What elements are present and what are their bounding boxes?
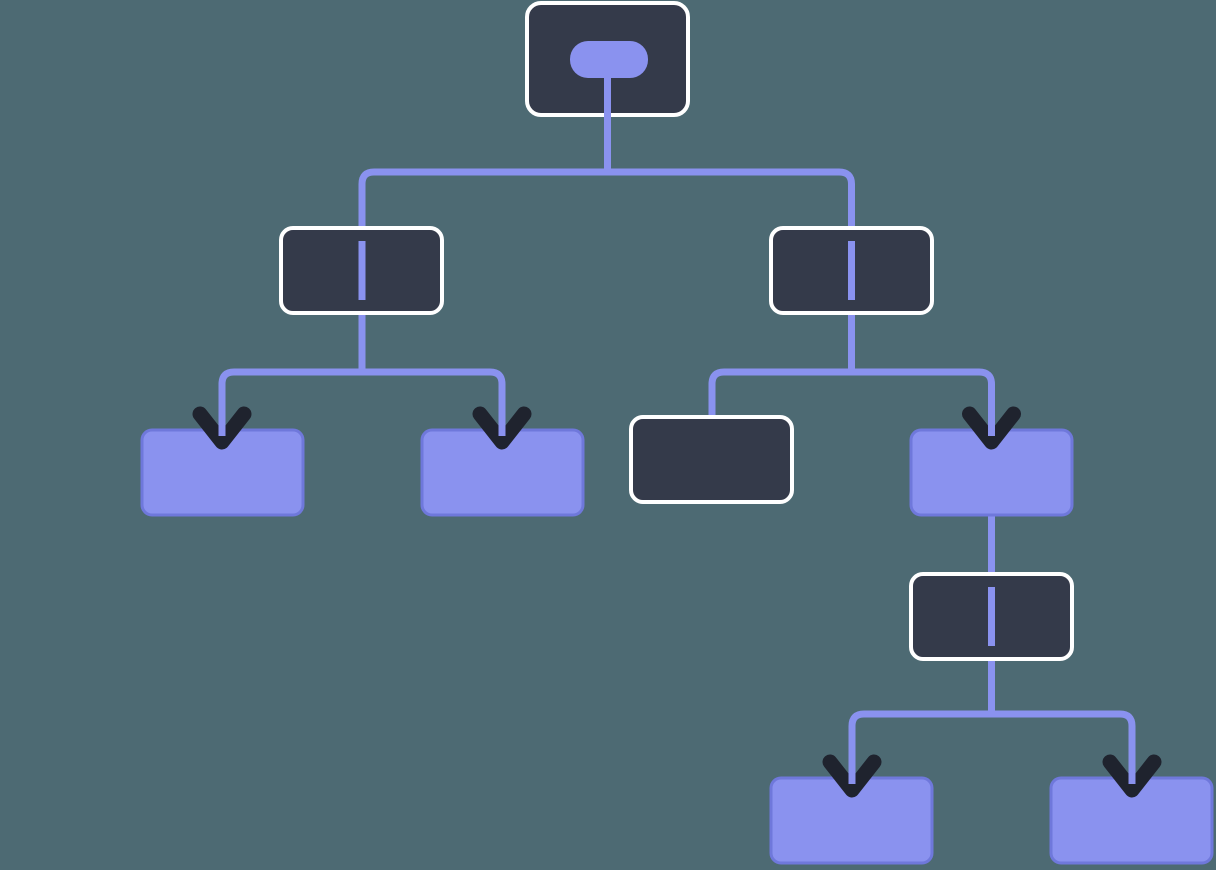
arrowhead-icon [472,406,532,450]
arrowhead-icon [1102,754,1162,798]
root-pill-icon [570,41,648,78]
arrowhead-icon [822,754,882,798]
arrowhead-top-layer [192,402,1162,798]
edge-layer [218,59,1136,791]
edge [358,313,506,443]
edge [358,59,611,330]
arrowhead-icon [962,406,1021,450]
edge [218,313,366,443]
arrowhead-icon [192,406,252,450]
node-decor-layer [358,41,995,646]
edge [604,59,855,330]
node-layer [140,1,1214,865]
edge [848,659,995,791]
edge [848,313,995,443]
edge [708,313,855,418]
tree-node[interactable] [629,415,794,504]
edge [988,659,1136,791]
